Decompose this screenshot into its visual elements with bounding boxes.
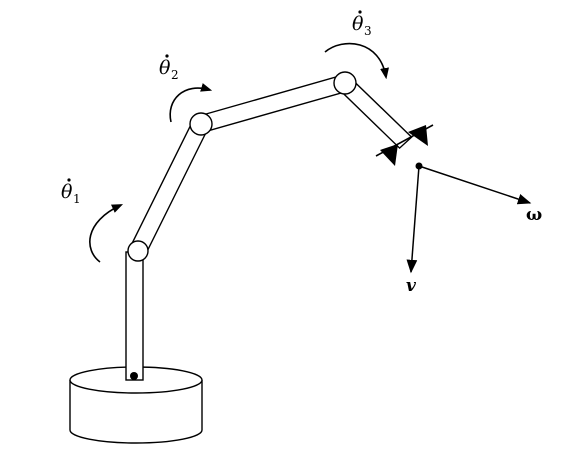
theta3-dot [358,10,362,14]
theta1-subscript: 1 [73,192,81,206]
theta3-label: θ 3 [352,10,372,38]
theta1-rotation-arrow [89,204,124,263]
theta1-label: θ 1 [61,178,81,206]
link-1 [129,118,210,256]
theta2-subscript: 2 [171,68,179,82]
theta2-symbol: θ [159,57,171,79]
joint-3 [333,71,357,95]
base-body [69,380,203,444]
gripper-jaw-left [380,144,398,166]
theta2-label: θ 2 [159,54,179,82]
theta1-dot [67,178,71,182]
base-pivot-dot [130,372,138,380]
theta3-rotation-arrow [324,42,389,80]
omega-label: ω [526,205,542,225]
theta2-rotation-arrow [169,83,213,123]
theta3-subscript: 3 [364,24,372,38]
joint-1 [127,240,149,262]
theta1-symbol: θ [61,181,73,203]
joint-2 [189,112,213,136]
theta3-symbol: θ [352,13,364,35]
omega-vector-arrow [418,165,532,205]
theta2-dot [165,54,169,58]
gripper-jaw-right [408,125,428,146]
link-0 [125,251,144,381]
velocity-vector-arrow [406,165,420,274]
gripper [375,124,434,166]
link-2 [198,74,349,133]
velocity-label: v [406,276,417,296]
